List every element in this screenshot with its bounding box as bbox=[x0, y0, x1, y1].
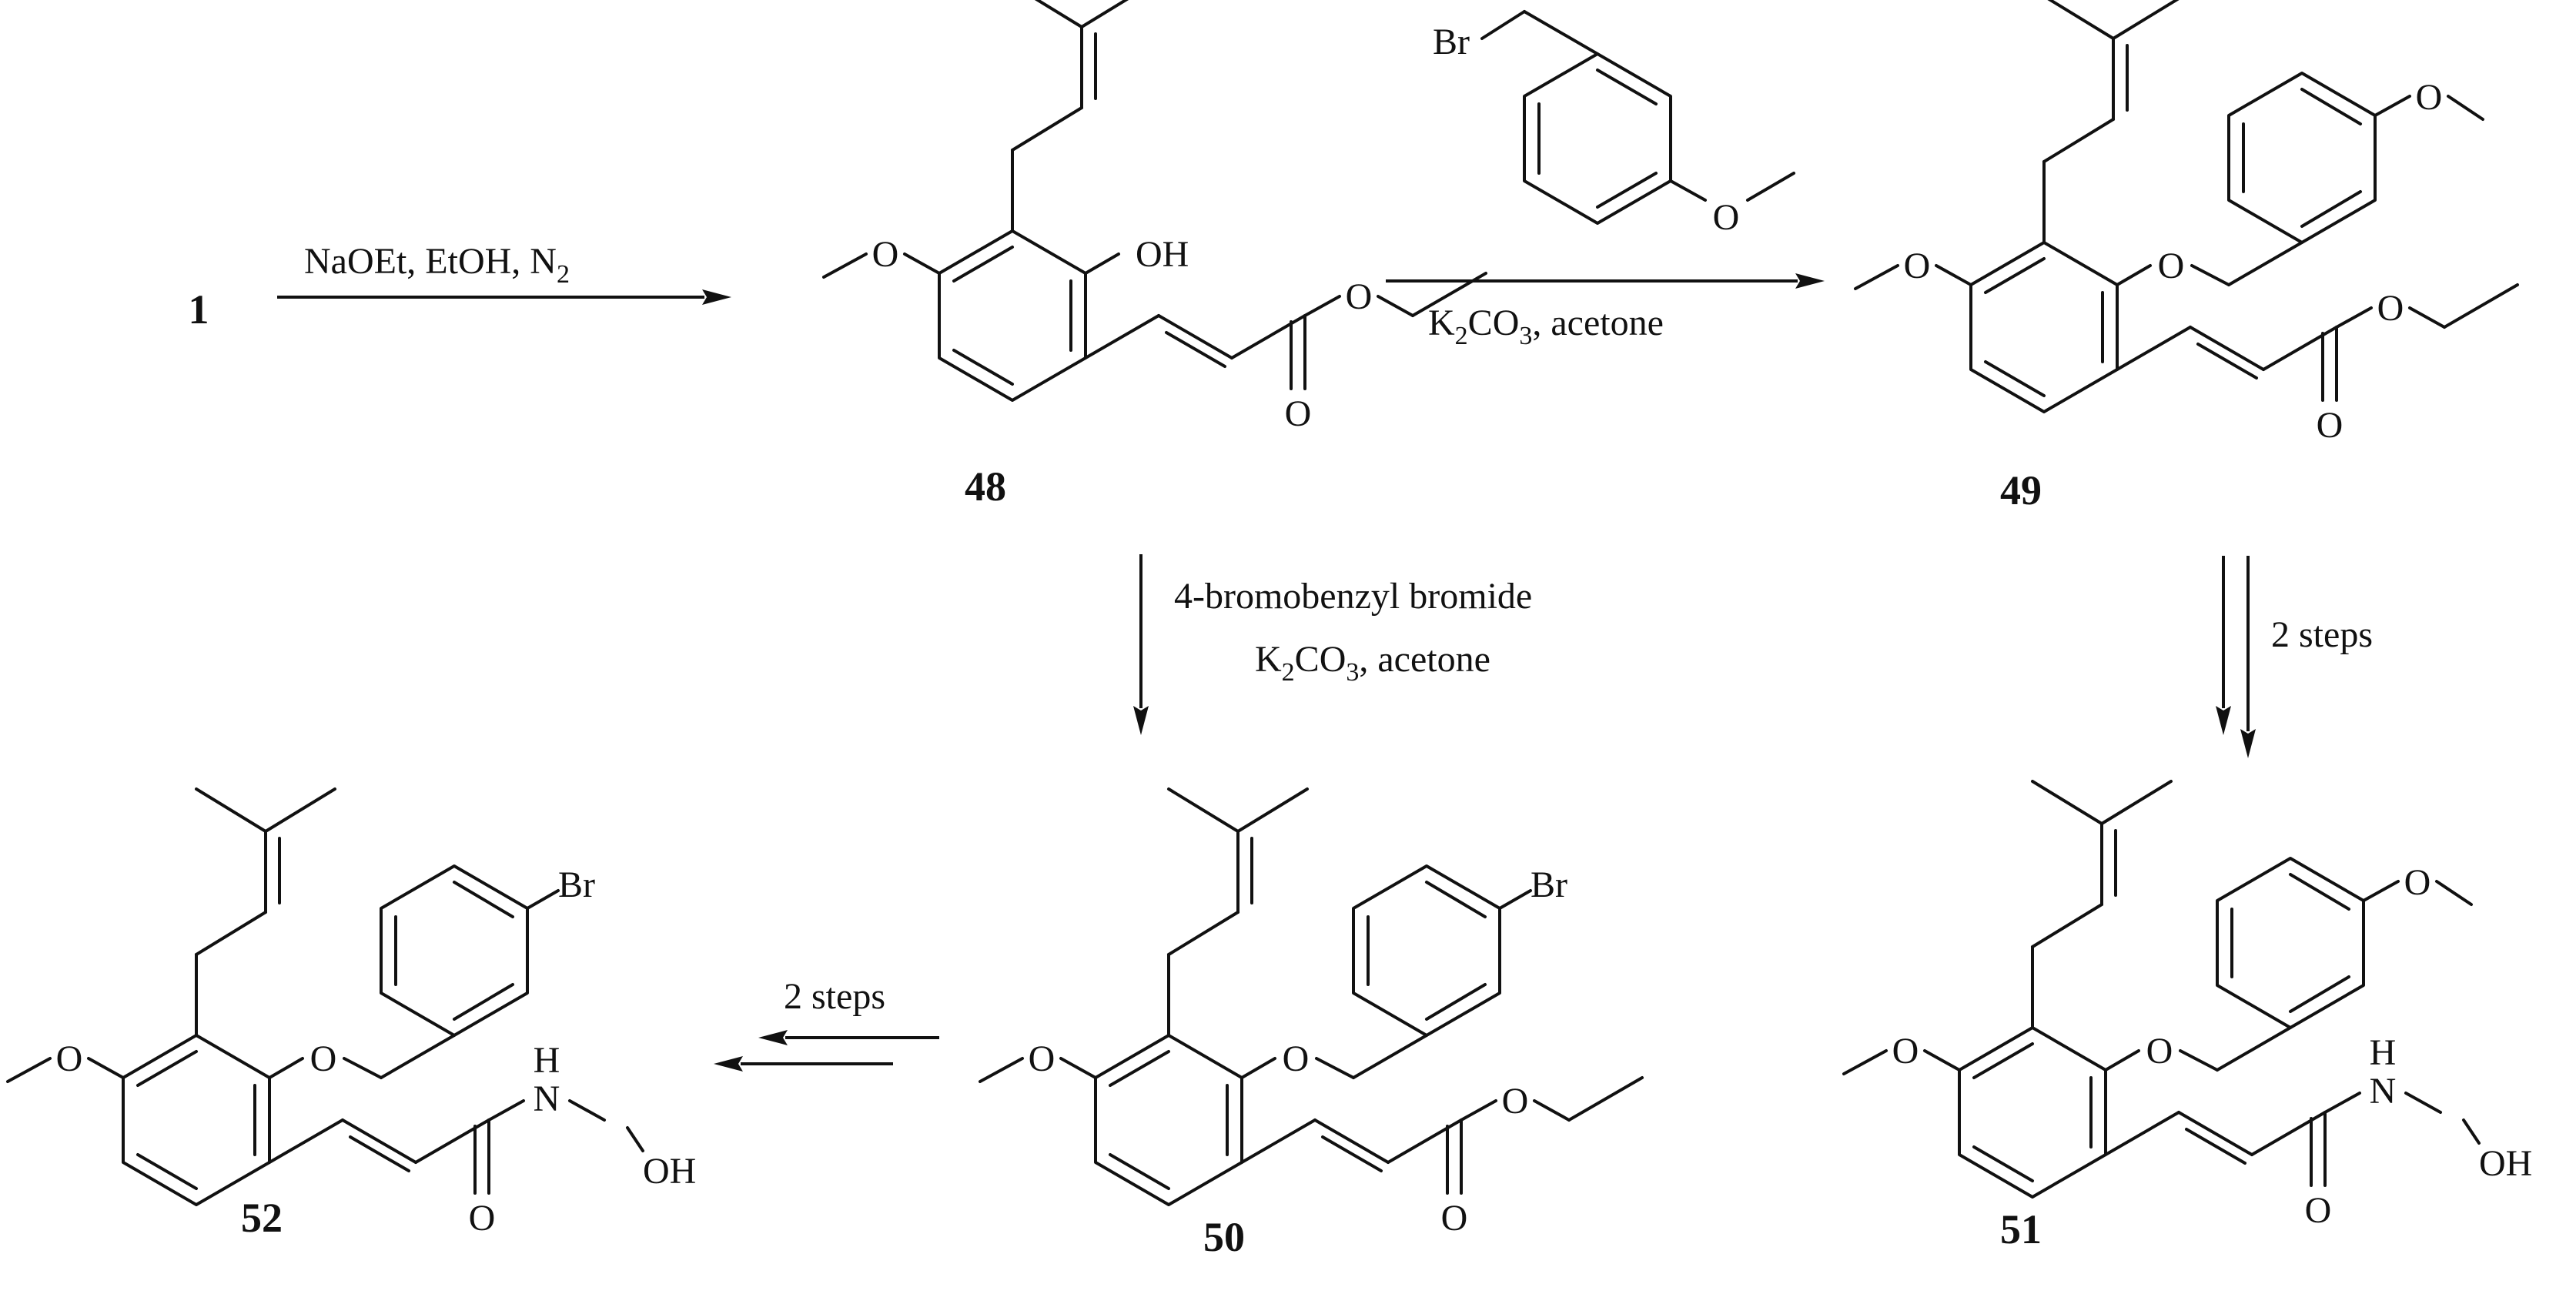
svg-text:O: O bbox=[1283, 1038, 1310, 1079]
arrow-3-reagent: 4-bromobenzyl bromide bbox=[1174, 576, 1532, 617]
svg-text:O: O bbox=[1029, 1038, 1055, 1079]
structure-51: O O O H N OH O bbox=[1842, 780, 2532, 1231]
svg-text:O: O bbox=[1713, 197, 1740, 238]
svg-text:O: O bbox=[1904, 246, 1931, 286]
svg-text:H: H bbox=[534, 1040, 560, 1081]
compound-number-49: 49 bbox=[2000, 467, 2042, 513]
svg-text:O: O bbox=[1441, 1198, 1468, 1239]
arrow-3 bbox=[1133, 554, 1149, 735]
arrow-1 bbox=[277, 289, 731, 305]
svg-text:O: O bbox=[1285, 393, 1312, 434]
compound-number-50: 50 bbox=[1203, 1214, 1245, 1260]
structure-48: O OH O O bbox=[822, 0, 1487, 434]
arrow-4 bbox=[2216, 556, 2256, 758]
arrow-3-conditions: K2CO3, acetone bbox=[1255, 639, 1490, 687]
svg-text:O: O bbox=[1346, 276, 1373, 317]
svg-text:OH: OH bbox=[2479, 1143, 2532, 1184]
svg-text:O: O bbox=[1892, 1031, 1919, 1072]
arrow-5-label: 2 steps bbox=[784, 976, 885, 1017]
structure-49: O O O O O bbox=[1854, 0, 2519, 446]
svg-text:O: O bbox=[2158, 246, 2185, 286]
svg-text:O: O bbox=[872, 234, 899, 275]
structure-50: O O Br O O bbox=[979, 787, 1644, 1239]
svg-text:Br: Br bbox=[558, 864, 595, 905]
compound-number-48: 48 bbox=[965, 463, 1006, 510]
svg-text:OH: OH bbox=[1136, 234, 1189, 275]
svg-text:O: O bbox=[2404, 862, 2431, 903]
arrow-5 bbox=[714, 1030, 939, 1072]
svg-text:O: O bbox=[2317, 405, 2343, 446]
arrow-2-conditions: K2CO3, acetone bbox=[1428, 303, 1664, 350]
svg-text:O: O bbox=[56, 1038, 83, 1079]
svg-text:N: N bbox=[2370, 1071, 2397, 1112]
structure-52: O O Br H N OH O bbox=[6, 787, 696, 1239]
svg-text:O: O bbox=[2146, 1031, 2173, 1072]
svg-text:N: N bbox=[534, 1078, 560, 1119]
compound-number-1: 1 bbox=[189, 286, 209, 333]
svg-text:O: O bbox=[469, 1198, 496, 1239]
svg-text:H: H bbox=[2370, 1032, 2397, 1073]
arrow-2 bbox=[1386, 273, 1825, 289]
svg-text:OH: OH bbox=[643, 1151, 696, 1192]
svg-text:Br: Br bbox=[1433, 22, 1470, 62]
compound-number-51: 51 bbox=[2000, 1206, 2042, 1252]
svg-text:O: O bbox=[1502, 1081, 1529, 1122]
svg-text:O: O bbox=[310, 1038, 337, 1079]
svg-text:O: O bbox=[2377, 288, 2404, 329]
arrow-4-label: 2 steps bbox=[2271, 614, 2373, 655]
compound-number-52: 52 bbox=[241, 1195, 283, 1241]
svg-text:Br: Br bbox=[1531, 864, 1567, 905]
svg-text:O: O bbox=[2305, 1190, 2332, 1231]
arrow-1-reagents: NaOEt, EtOH, N2 bbox=[304, 241, 570, 289]
pmb-bromide-structure: Br O bbox=[1433, 10, 1795, 238]
svg-text:O: O bbox=[2416, 77, 2443, 118]
